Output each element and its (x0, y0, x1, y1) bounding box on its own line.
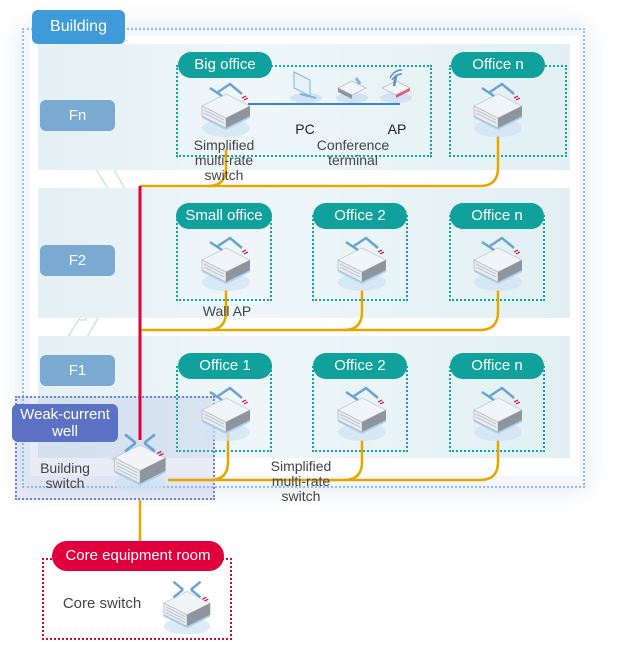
office-box-big-office (176, 65, 432, 157)
switch-icon-f2-office-n (468, 232, 528, 292)
switch-icon-small-office (196, 232, 256, 292)
office-label-small-office: Small office (176, 203, 272, 229)
pc-icon (290, 71, 322, 103)
label-f1-switch: Simplified multi-rate switch (270, 458, 332, 504)
switch-icon-big-office (196, 78, 256, 138)
floor-label-f1: F1 (40, 355, 115, 386)
office-label-big-office: Big office (178, 52, 272, 78)
switch-icon-f1-office-n (468, 382, 528, 442)
label-conference-terminal: Conference terminal (316, 137, 390, 168)
link-f1-office-n (344, 440, 500, 482)
office-label-f2-office-2: Office 2 (313, 203, 407, 229)
office-label-f1-office-2: Office 2 (313, 353, 407, 379)
conference-terminal-icon (336, 77, 368, 103)
core-room-label: Core equipment room (52, 541, 224, 571)
weak-current-well-label: Weak-current well (12, 404, 118, 442)
label-pc: PC (295, 121, 315, 137)
label-wall-ap: Wall AP (202, 303, 252, 319)
link-f2-office-n (344, 290, 500, 332)
office-label-f1-office-n: Office n (450, 353, 544, 379)
core-switch-icon (158, 576, 216, 634)
switch-icon-office-1 (196, 382, 256, 442)
switch-icon-f2-office-2 (332, 232, 392, 292)
label-ap: AP (387, 121, 407, 137)
floor-label-f2: F2 (40, 245, 115, 276)
label-fn-switch: Simplified multi-rate switch (193, 137, 255, 183)
label-core-switch: Core switch (62, 595, 142, 612)
office-label-fn-office-n: Office n (451, 52, 545, 78)
label-building-switch: Building switch (40, 460, 90, 491)
office-label-f2-office-n: Office n (450, 203, 544, 229)
building-label: Building (32, 10, 125, 44)
switch-icon-f1-office-2 (332, 382, 392, 442)
floor-label-fn: Fn (40, 100, 115, 131)
office-label-office-1: Office 1 (178, 353, 272, 379)
ap-icon (380, 69, 412, 103)
link-fn-office-n (208, 136, 500, 188)
switch-icon-fn-office-n (468, 78, 528, 138)
